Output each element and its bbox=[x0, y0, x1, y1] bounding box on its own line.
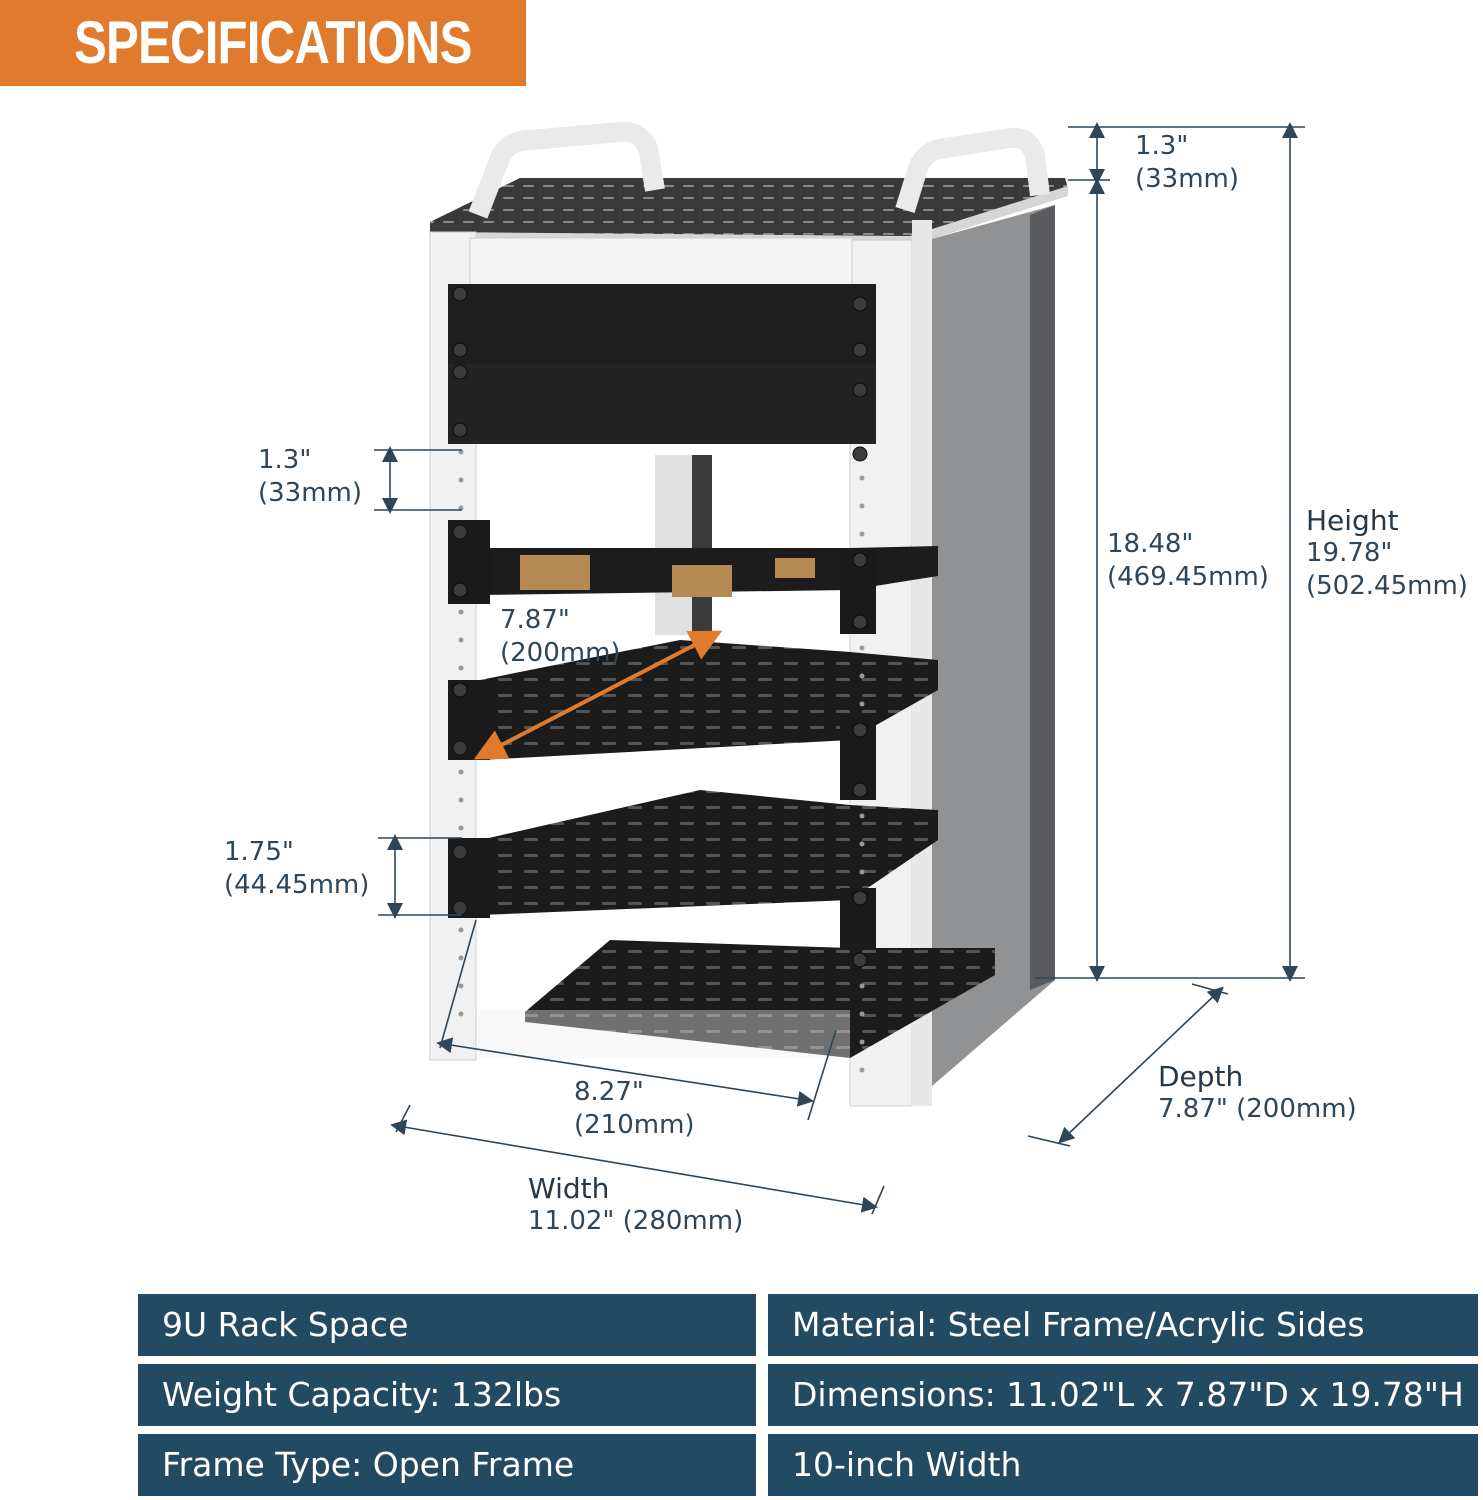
height-inches: 19.78" bbox=[1306, 538, 1393, 568]
spec-dimensions: Dimensions: 11.02"L x 7.87"D x 19.78"H bbox=[768, 1364, 1478, 1426]
shelf-depth-arrow bbox=[473, 630, 723, 760]
spec-table: 9U Rack Space Material: Steel Frame/Acry… bbox=[138, 1294, 1478, 1500]
top-gap-dimension: 1.3" (33mm) bbox=[1135, 130, 1239, 196]
width-value: 11.02" (280mm) bbox=[528, 1206, 744, 1236]
spec-weight-capacity: Weight Capacity: 132lbs bbox=[138, 1364, 756, 1426]
spec-frame-type: Frame Type: Open Frame bbox=[138, 1434, 756, 1496]
spec-material: Material: Steel Frame/Acrylic Sides bbox=[768, 1294, 1478, 1356]
shelf-depth-inches: 7.87" bbox=[500, 605, 570, 635]
blank-panel-1 bbox=[448, 284, 876, 364]
depth-title: Depth bbox=[1158, 1060, 1244, 1093]
inner-height-dimension: 18.48" (469.45mm) bbox=[1107, 528, 1269, 594]
shelf-gap-dimension: 1.3" (33mm) bbox=[258, 444, 362, 510]
vented-shelf-2 bbox=[480, 790, 938, 915]
inner-width-dimension: 8.27" (210mm) bbox=[574, 1076, 695, 1142]
shelf-gap-inches: 1.3" bbox=[258, 445, 312, 475]
inner-width-mm: (210mm) bbox=[574, 1110, 695, 1140]
inner-height-mm: (469.45mm) bbox=[1107, 562, 1269, 592]
top-gap-inches: 1.3" bbox=[1135, 131, 1189, 161]
shelf-gap-mm: (33mm) bbox=[258, 478, 363, 508]
spec-rack-space: 9U Rack Space bbox=[138, 1294, 756, 1356]
left-handle bbox=[468, 121, 665, 219]
height-mm: (502.45mm) bbox=[1306, 571, 1468, 601]
unit-height-dimension: 1.75" (44.45mm) bbox=[224, 836, 369, 902]
blank-panel-2 bbox=[448, 364, 876, 444]
right-handle bbox=[895, 127, 1050, 213]
top-gap-mm: (33mm) bbox=[1135, 164, 1240, 194]
inner-width-inches: 8.27" bbox=[574, 1077, 644, 1107]
spec-width: 10-inch Width bbox=[768, 1434, 1478, 1496]
inner-height-inches: 18.48" bbox=[1107, 529, 1194, 559]
bottom-shelf bbox=[525, 940, 995, 1058]
shelf-depth-dimension: 7.87" (200mm) bbox=[500, 604, 621, 670]
width-dimension: Width 11.02" (280mm) bbox=[528, 1172, 743, 1238]
unit-height-mm: (44.45mm) bbox=[224, 870, 370, 900]
shelf-depth-mm: (200mm) bbox=[500, 638, 621, 668]
specifications-banner: SPECIFICATIONS bbox=[0, 0, 526, 86]
banner-title: SPECIFICATIONS bbox=[74, 9, 472, 76]
depth-dimension: Depth 7.87" (200mm) bbox=[1158, 1060, 1357, 1126]
unit-height-inches: 1.75" bbox=[224, 837, 294, 867]
height-dimension: Height 19.78" (502.45mm) bbox=[1306, 504, 1468, 603]
rack-diagram bbox=[374, 121, 1305, 1215]
depth-value: 7.87" (200mm) bbox=[1158, 1094, 1357, 1124]
width-title: Width bbox=[528, 1172, 610, 1205]
height-title: Height bbox=[1306, 504, 1399, 537]
acrylic-side-panel bbox=[910, 205, 1055, 1105]
